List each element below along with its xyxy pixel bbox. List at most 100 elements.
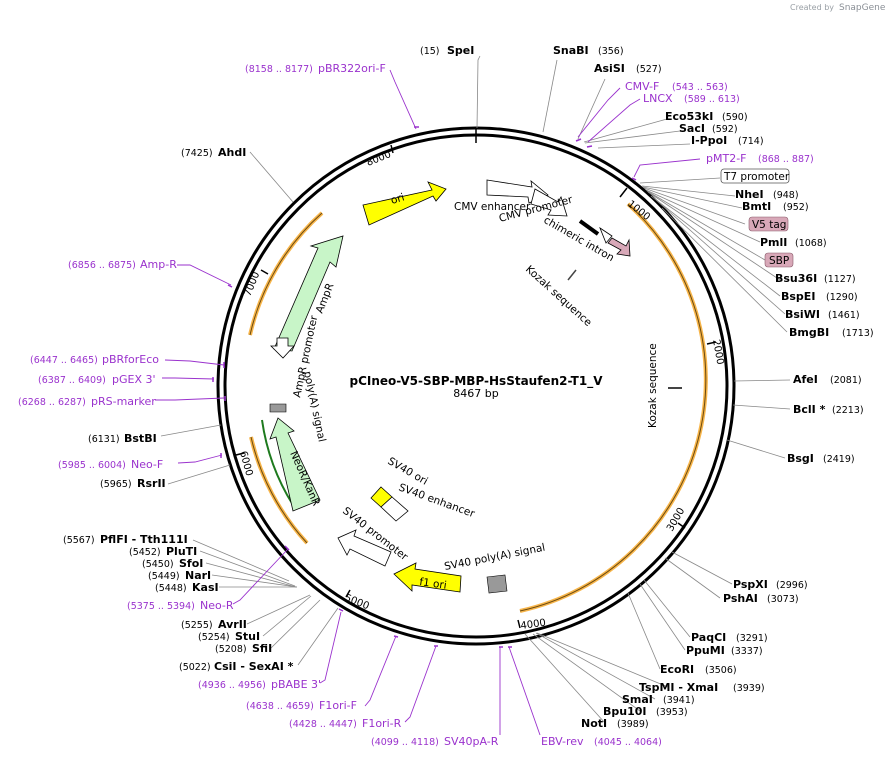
enzyme-name[interactable]: Bpu10I	[603, 705, 647, 718]
enzyme-name[interactable]: TspMI - XmaI	[639, 681, 718, 694]
enzyme-name[interactable]: BsiWI	[785, 308, 820, 321]
enzyme-name[interactable]: BstBI	[124, 432, 157, 445]
polya-feature[interactable]	[269, 403, 287, 413]
primer-pos: (4045 .. 4064)	[594, 737, 662, 748]
enzyme-name[interactable]: BmgBI	[789, 326, 829, 339]
enzyme-name[interactable]: NarI	[185, 569, 211, 582]
primer-name[interactable]: LNCX	[643, 92, 673, 105]
enzyme-pos: (5254)	[198, 632, 230, 643]
enzyme-name[interactable]: StuI	[235, 630, 260, 643]
enzyme-name[interactable]: PspXI	[733, 578, 768, 591]
primer-pos: (6387 .. 6409)	[38, 375, 106, 386]
enzyme-name[interactable]: PluTI	[166, 545, 197, 558]
tick-2000: 2000	[710, 339, 725, 366]
f1-ori-label: f1 ori	[419, 576, 448, 592]
enzyme-name[interactable]: I-PpoI	[691, 134, 727, 147]
enzyme-name[interactable]: BsgI	[787, 452, 814, 465]
enzyme-pos: (590)	[722, 112, 748, 123]
sbp-feature[interactable]	[607, 237, 631, 257]
enzyme-pos: (952)	[783, 202, 809, 213]
primer-name[interactable]: CMV-F	[625, 80, 659, 93]
enzyme-name[interactable]: AhdI	[218, 146, 246, 159]
enzyme-name[interactable]: PflFI - Tth111I	[100, 533, 188, 546]
v5-tag-box[interactable]	[748, 216, 789, 232]
enzyme-name[interactable]: Bsu36I	[775, 272, 817, 285]
primer-name[interactable]: Amp-R	[140, 258, 177, 271]
enzyme-name[interactable]: RsrII	[137, 477, 166, 490]
enzyme-pos: (5452)	[129, 547, 161, 558]
primer-name[interactable]: pBRforEco	[102, 353, 159, 366]
ampr-feature[interactable]	[273, 235, 344, 352]
primer-pos: (6447 .. 6465)	[30, 355, 98, 366]
enzyme-name[interactable]: SnaBI	[553, 44, 589, 57]
credit-brand[interactable]: SnapGene	[839, 3, 886, 13]
enzyme-name[interactable]: AvrII	[218, 618, 247, 631]
enzyme-name[interactable]: NheI	[735, 188, 764, 201]
primer-pos: (589 .. 613)	[684, 94, 740, 105]
sv40-promoter-feature[interactable]	[337, 529, 392, 567]
enzyme-pos: (5567)	[63, 535, 95, 546]
chimeric-intron-feature[interactable]	[578, 219, 600, 236]
enzyme-pos: (714)	[738, 136, 764, 147]
enzyme-name[interactable]: SfiI	[252, 642, 272, 655]
primer-marks	[212, 126, 637, 648]
enzyme-name[interactable]: PpuMI	[686, 644, 725, 657]
enzyme-pos: (3989)	[617, 719, 649, 730]
t7-promoter-box[interactable]	[720, 168, 790, 184]
enzyme-name[interactable]: BclI *	[793, 403, 826, 416]
sv40-polya-feature[interactable]	[486, 574, 508, 594]
primer-name[interactable]: Neo-F	[131, 458, 163, 471]
primer-name[interactable]: pRS-marker	[91, 395, 156, 408]
enzyme-pos: (1127)	[824, 274, 856, 285]
enzyme-name[interactable]: Eco53kI	[665, 110, 713, 123]
v5-tag-label: V5 tag	[752, 219, 786, 231]
tick-7000: 7000	[243, 270, 263, 298]
enzyme-name[interactable]: PaqCI	[691, 631, 726, 644]
primer-pos: (5375 .. 5394)	[127, 601, 195, 612]
f1-ori-feature[interactable]	[393, 562, 462, 593]
primer-name[interactable]: pGEX 3'	[112, 373, 156, 386]
primer-name[interactable]: pBABE 3'	[271, 678, 321, 691]
primer-name[interactable]: SV40pA-R	[444, 735, 499, 748]
enzyme-name[interactable]: BspEI	[781, 290, 815, 303]
enzyme-pos: (5208)	[215, 644, 247, 655]
primer-pos: (4936 .. 4956)	[198, 680, 266, 691]
primer-name[interactable]: F1ori-R	[362, 717, 402, 730]
enzyme-name[interactable]: NotI	[581, 717, 607, 730]
enzyme-name[interactable]: AsiSI	[594, 62, 625, 75]
enzyme-name[interactable]: SacI	[679, 122, 705, 135]
enzyme-name[interactable]: BmtI	[742, 200, 771, 213]
enzyme-name[interactable]: AfeI	[793, 373, 818, 386]
orf-arc-main[interactable]	[519, 202, 708, 613]
enzyme-name[interactable]: SmaI	[622, 693, 653, 706]
enzyme-name[interactable]: CsiI - SexAI *	[214, 660, 294, 673]
primer-pos: (4638 .. 4659)	[246, 701, 314, 712]
enzyme-name[interactable]: PmlI	[760, 236, 787, 249]
sbp-label: SBP	[769, 255, 789, 267]
enzyme-name[interactable]: EcoRI	[660, 663, 694, 676]
enzyme-name[interactable]: KasI	[192, 581, 219, 594]
orf-arc-neo-inner[interactable]	[261, 419, 294, 506]
cmv-promoter-feature[interactable]	[530, 188, 568, 217]
enzyme-pos: (3506)	[705, 665, 737, 676]
enzyme-pos: (6131)	[88, 434, 120, 445]
primer-name[interactable]: Neo-R	[200, 599, 234, 612]
kozak-label-1: Kozak sequence	[523, 263, 594, 329]
plasmid-size: 8467 bp	[453, 387, 498, 400]
ori-feature[interactable]	[362, 181, 447, 226]
sv40-polya-label: SV40 poly(A) signal	[443, 542, 546, 573]
sv40-enhancer-feature[interactable]	[380, 496, 409, 522]
intron-small-arrow[interactable]	[599, 226, 613, 244]
enzyme-name[interactable]: SpeI	[447, 44, 474, 57]
primer-pos: (6856 .. 6875)	[68, 260, 136, 271]
neor-feature[interactable]	[269, 417, 321, 512]
ampr-promoter-feature[interactable]	[270, 337, 295, 359]
primer-name[interactable]: EBV-rev	[541, 735, 584, 748]
enzyme-name[interactable]: SfoI	[179, 557, 203, 570]
enzyme-name[interactable]: PshAI	[723, 592, 758, 605]
primer-name[interactable]: F1ori-F	[319, 699, 357, 712]
primer-name[interactable]: pBR322ori-F	[318, 62, 386, 75]
primer-pos: (6268 .. 6287)	[18, 397, 86, 408]
primer-name[interactable]: pMT2-F	[706, 152, 747, 165]
